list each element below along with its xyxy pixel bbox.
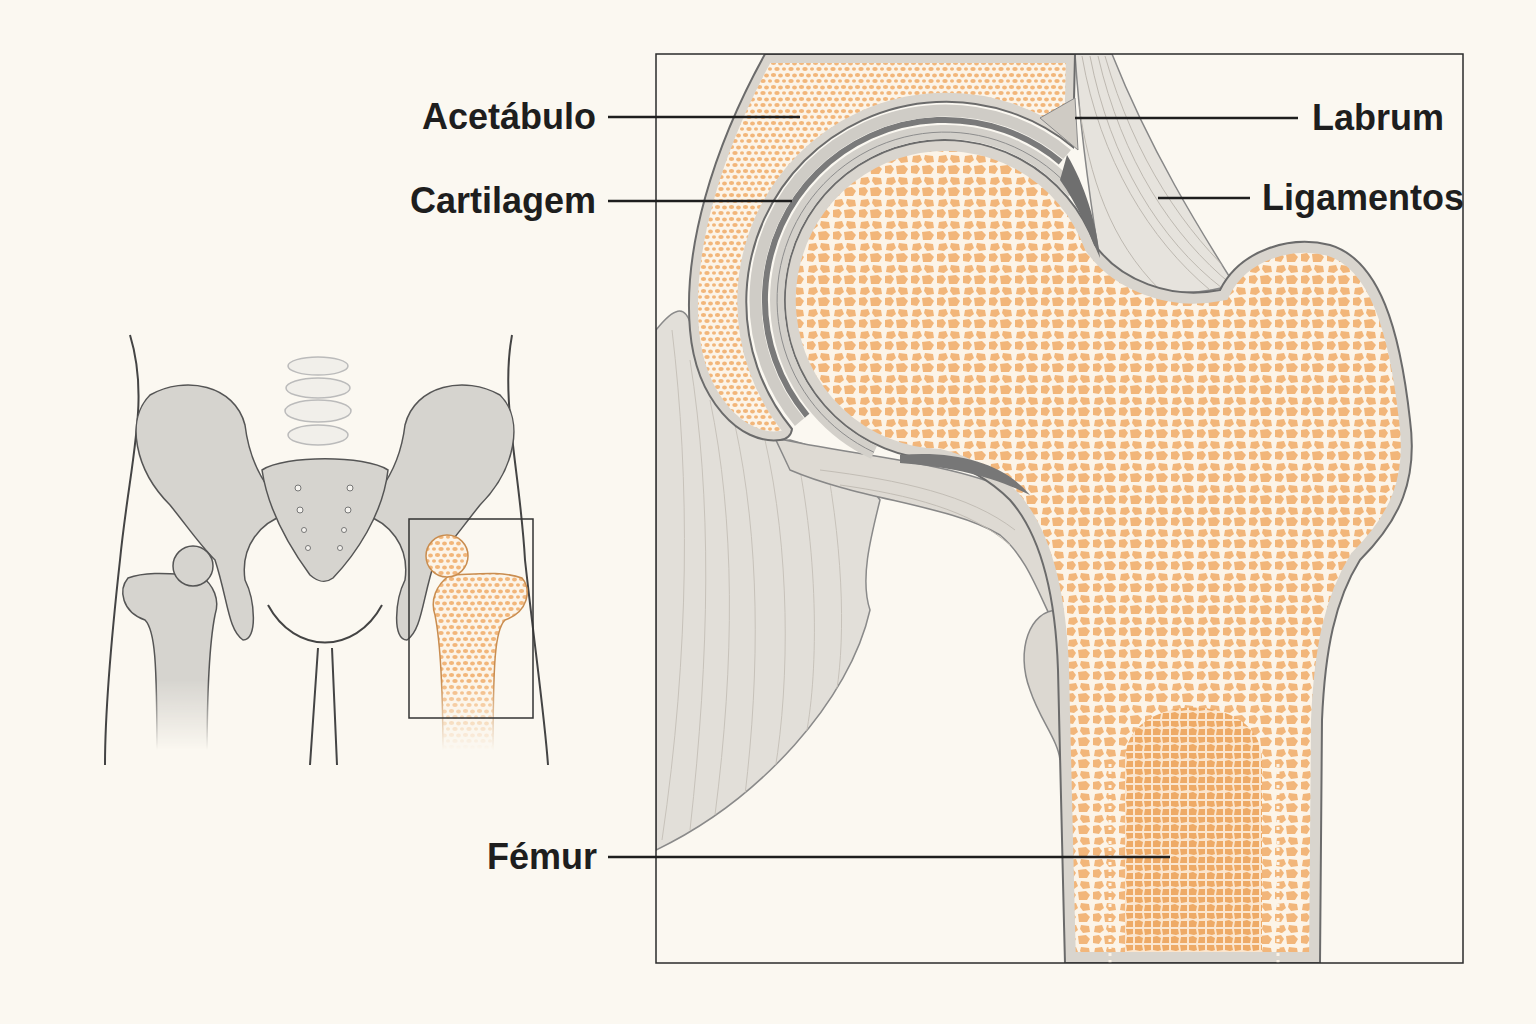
cortex-edge: [1110, 760, 1278, 963]
fibre: [710, 400, 729, 815]
sacral-hole: [338, 546, 343, 551]
femur-small-highlight: [433, 573, 527, 760]
label-anchor: Acetábulo: [422, 96, 596, 137]
head-cartilage: [777, 132, 1074, 452]
body-outline: [268, 605, 382, 643]
part-label: Ligamentos: [1262, 177, 1464, 218]
part-label: Acetábulo: [422, 96, 596, 137]
zoom-box: [409, 519, 533, 718]
fibre: [1098, 56, 1232, 285]
femur-outline: [785, 140, 1412, 963]
label-anchor: Fémur: [487, 836, 597, 877]
vertebra: [288, 425, 348, 445]
femur-cortex: [785, 140, 1412, 963]
left-femur: [123, 546, 217, 760]
sacral-hole: [342, 528, 347, 533]
leader-line: [608, 116, 800, 119]
vertebra: [288, 357, 348, 375]
body-outline: [310, 648, 337, 765]
femur-head-small: [173, 546, 213, 586]
part-label: Cartilagem: [410, 180, 596, 221]
femur-head-small-highlight: [426, 535, 468, 577]
label-anchor: Labrum: [1312, 97, 1444, 138]
leader-line: [1075, 117, 1298, 120]
sacral-holes: [295, 485, 353, 551]
acetabulum-cortex: [689, 54, 1075, 440]
femur-spongy-bone: [785, 140, 1412, 963]
femur-small: [123, 573, 217, 760]
fibre: [1105, 56, 1240, 282]
part-label: Fémur: [487, 836, 597, 877]
joint-recess: [900, 454, 1030, 495]
right-femur: [426, 535, 527, 760]
labrum: [1040, 98, 1078, 150]
fibre: [795, 445, 814, 740]
acetabulum-bone: [689, 54, 1075, 440]
vertebra: [285, 400, 351, 422]
sacral-hole: [345, 507, 351, 513]
body-outline: [508, 335, 548, 765]
sacral-hole: [302, 528, 307, 533]
sacral-hole: [306, 546, 311, 551]
fibre: [825, 455, 842, 700]
sacral-hole: [297, 507, 303, 513]
marrow-cavity: [1125, 708, 1262, 964]
leader-line: [1158, 197, 1250, 200]
body-outline: [105, 335, 139, 765]
sacral-hole: [347, 485, 353, 491]
acetabulum-outline: [689, 54, 1075, 440]
part-label: Labrum: [1312, 97, 1444, 138]
fibre: [1090, 56, 1222, 288]
sacral-hole: [295, 485, 301, 491]
label-anchor: Cartilagem: [410, 180, 596, 221]
leader-line: [608, 200, 792, 203]
labrum-dark: [1060, 155, 1100, 258]
fibre: [765, 440, 785, 770]
fibre: [735, 425, 755, 795]
leader-line: [608, 856, 1170, 859]
head-cartilage-edge: [777, 132, 1074, 452]
overview-figure: [105, 335, 548, 765]
leader-lines: [608, 117, 1298, 857]
fibre: [690, 360, 706, 830]
vertebra: [286, 378, 350, 398]
label-anchor: Ligamentos: [1262, 177, 1464, 218]
sacrum: [262, 459, 388, 582]
fibre: [662, 330, 684, 840]
